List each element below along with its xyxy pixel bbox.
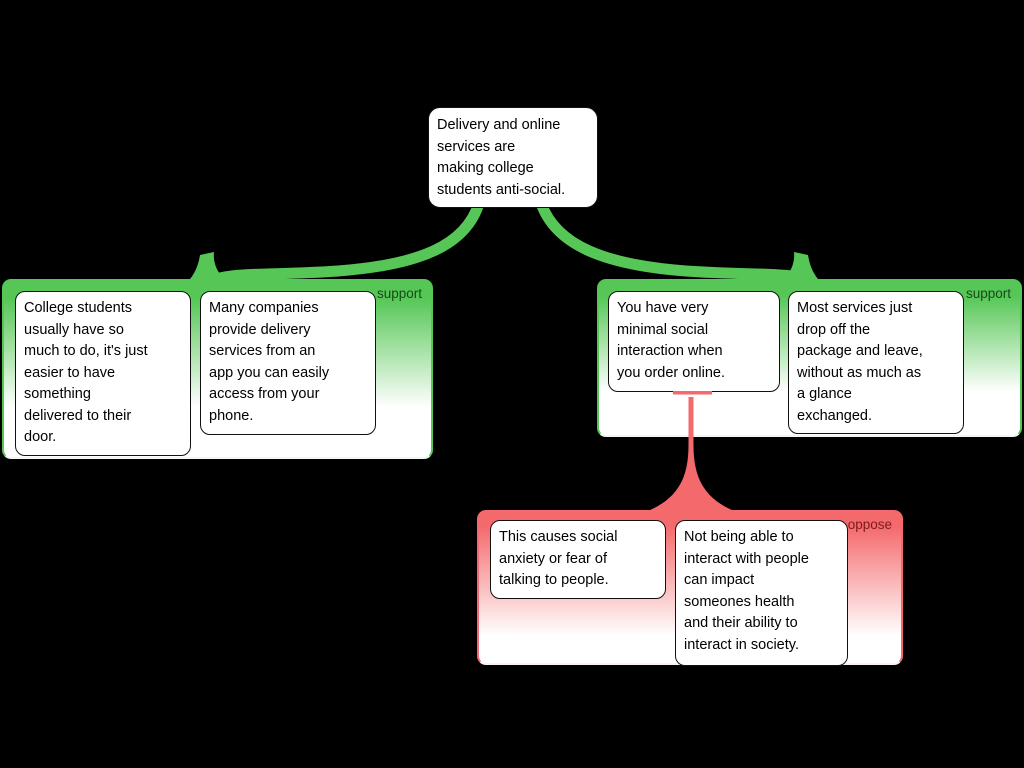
support-group-right[interactable]: support You have very minimal social int…: [597, 279, 1022, 437]
claim-node-drop-off-package[interactable]: Most services just drop off the package …: [788, 291, 964, 434]
claim-node-social-anxiety[interactable]: This causes social anxiety or fear of ta…: [490, 520, 666, 599]
support-connector-right-icon: [535, 197, 820, 289]
root-claim-node[interactable]: Delivery and online services are making …: [428, 107, 598, 208]
claim-node-minimal-social-interaction[interactable]: You have very minimal social interaction…: [608, 291, 780, 392]
claim-node-easier-delivery[interactable]: College students usually have so much to…: [15, 291, 191, 456]
claim-node-delivery-apps[interactable]: Many companies provide delivery services…: [200, 291, 376, 435]
support-group-left[interactable]: support College students usually have so…: [2, 279, 433, 459]
support-group-right-label: support: [965, 286, 1011, 301]
support-group-left-label: support: [376, 286, 422, 301]
oppose-group-label: oppose: [847, 517, 892, 532]
claim-node-health-impact[interactable]: Not being able to interact with people c…: [675, 520, 848, 666]
support-connector-left-icon: [200, 197, 485, 289]
oppose-group[interactable]: oppose This causes social anxiety or fea…: [477, 510, 903, 666]
